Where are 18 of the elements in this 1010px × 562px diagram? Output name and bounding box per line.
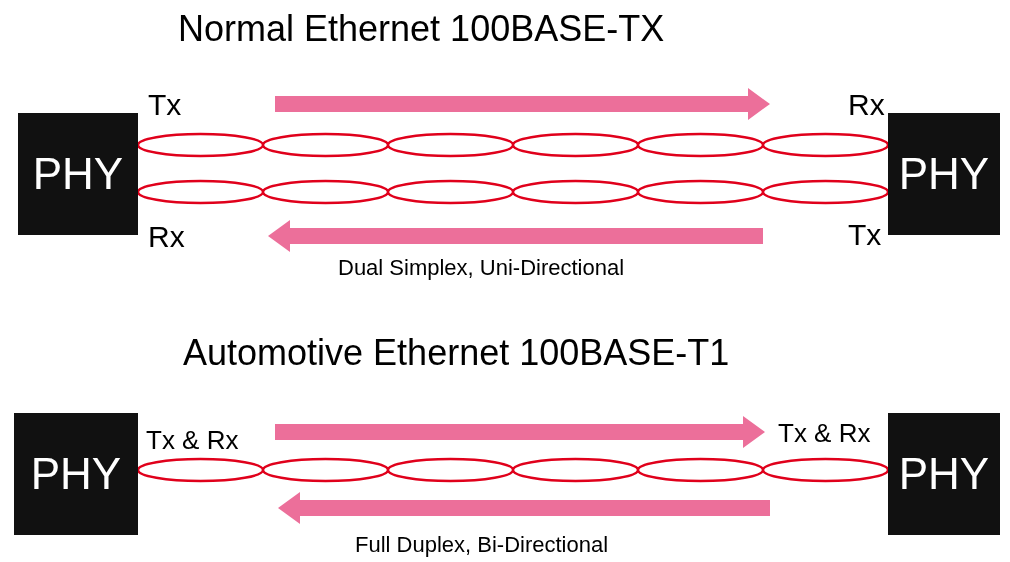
caption-text: Dual Simplex, Uni-Directional (338, 255, 625, 281)
port-label: Tx (848, 218, 882, 252)
chip-label: PHY (898, 449, 990, 499)
phy-chip-box (888, 413, 1000, 535)
chip-label: PHY (32, 149, 124, 199)
title-heading: Normal Ethernet 100BASE-TX (178, 8, 665, 50)
title-heading: Automotive Ethernet 100BASE-T1 (183, 332, 730, 374)
port-label: Rx (148, 220, 185, 254)
chip-label: PHY (898, 149, 990, 199)
port-label: Rx (848, 88, 885, 122)
phy-chip-box (18, 113, 138, 235)
port-label: Tx & Rx (146, 425, 239, 456)
phy-chip-box (14, 413, 138, 535)
caption-text: Full Duplex, Bi-Directional (355, 532, 609, 558)
phy-chip-box (888, 113, 1000, 235)
port-label: Tx (148, 88, 182, 122)
chip-label: PHY (30, 449, 122, 499)
port-label: Tx & Rx (778, 418, 871, 449)
